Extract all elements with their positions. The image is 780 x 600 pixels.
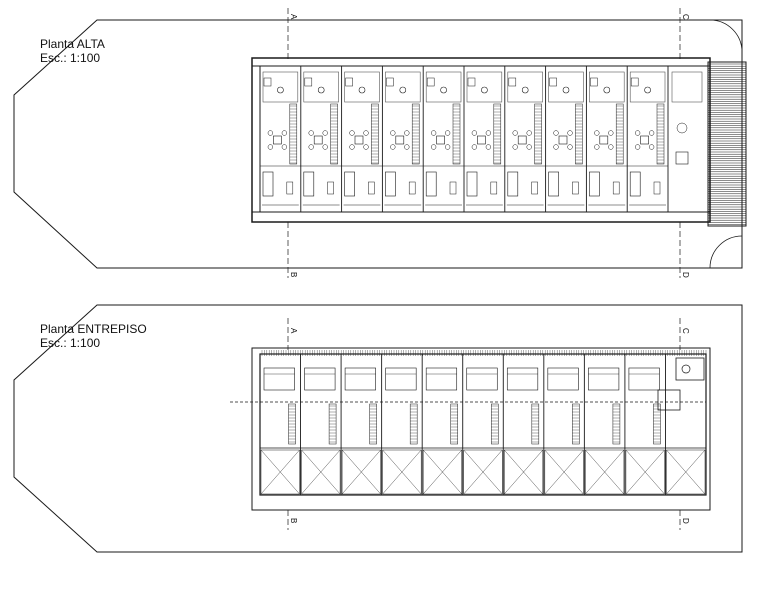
upper-plan-scale: Esc.: 1:100 <box>40 51 101 65</box>
upper-door-arc-bottom <box>709 235 743 269</box>
upper-door-arc-top <box>709 19 743 53</box>
upper-units <box>259 66 703 212</box>
upper-floor-plan <box>13 8 747 278</box>
upper-building <box>251 57 711 223</box>
mezz-marker-a: A <box>289 328 298 334</box>
mezzanine-plan-title: Planta ENTREPISO Esc.: 1:100 <box>40 322 147 350</box>
mezzanine-plan-scale: Esc.: 1:100 <box>40 336 101 350</box>
upper-marker-b: B <box>289 272 298 277</box>
upper-site-outline <box>13 19 743 269</box>
mezz-marker-b: B <box>289 518 298 523</box>
mezzanine-plan-name: Planta ENTREPISO <box>40 322 147 336</box>
upper-plan-title: Planta ALTA Esc.: 1:100 <box>40 37 105 65</box>
mezz-marker-d: D <box>681 518 690 524</box>
mezzanine-bathroom <box>675 357 705 381</box>
upper-marker-a: A <box>289 14 298 20</box>
upper-plan-name: Planta ALTA <box>40 37 105 51</box>
mezzanine-floor-plan <box>13 304 743 553</box>
mezz-marker-c: C <box>681 328 690 334</box>
upper-marker-c: C <box>681 14 690 20</box>
upper-stair <box>707 61 747 227</box>
upper-marker-d: D <box>681 272 690 278</box>
mezzanine-building <box>251 347 711 511</box>
mezzanine-units <box>259 350 707 495</box>
mezzanine-site-outline <box>13 304 743 553</box>
